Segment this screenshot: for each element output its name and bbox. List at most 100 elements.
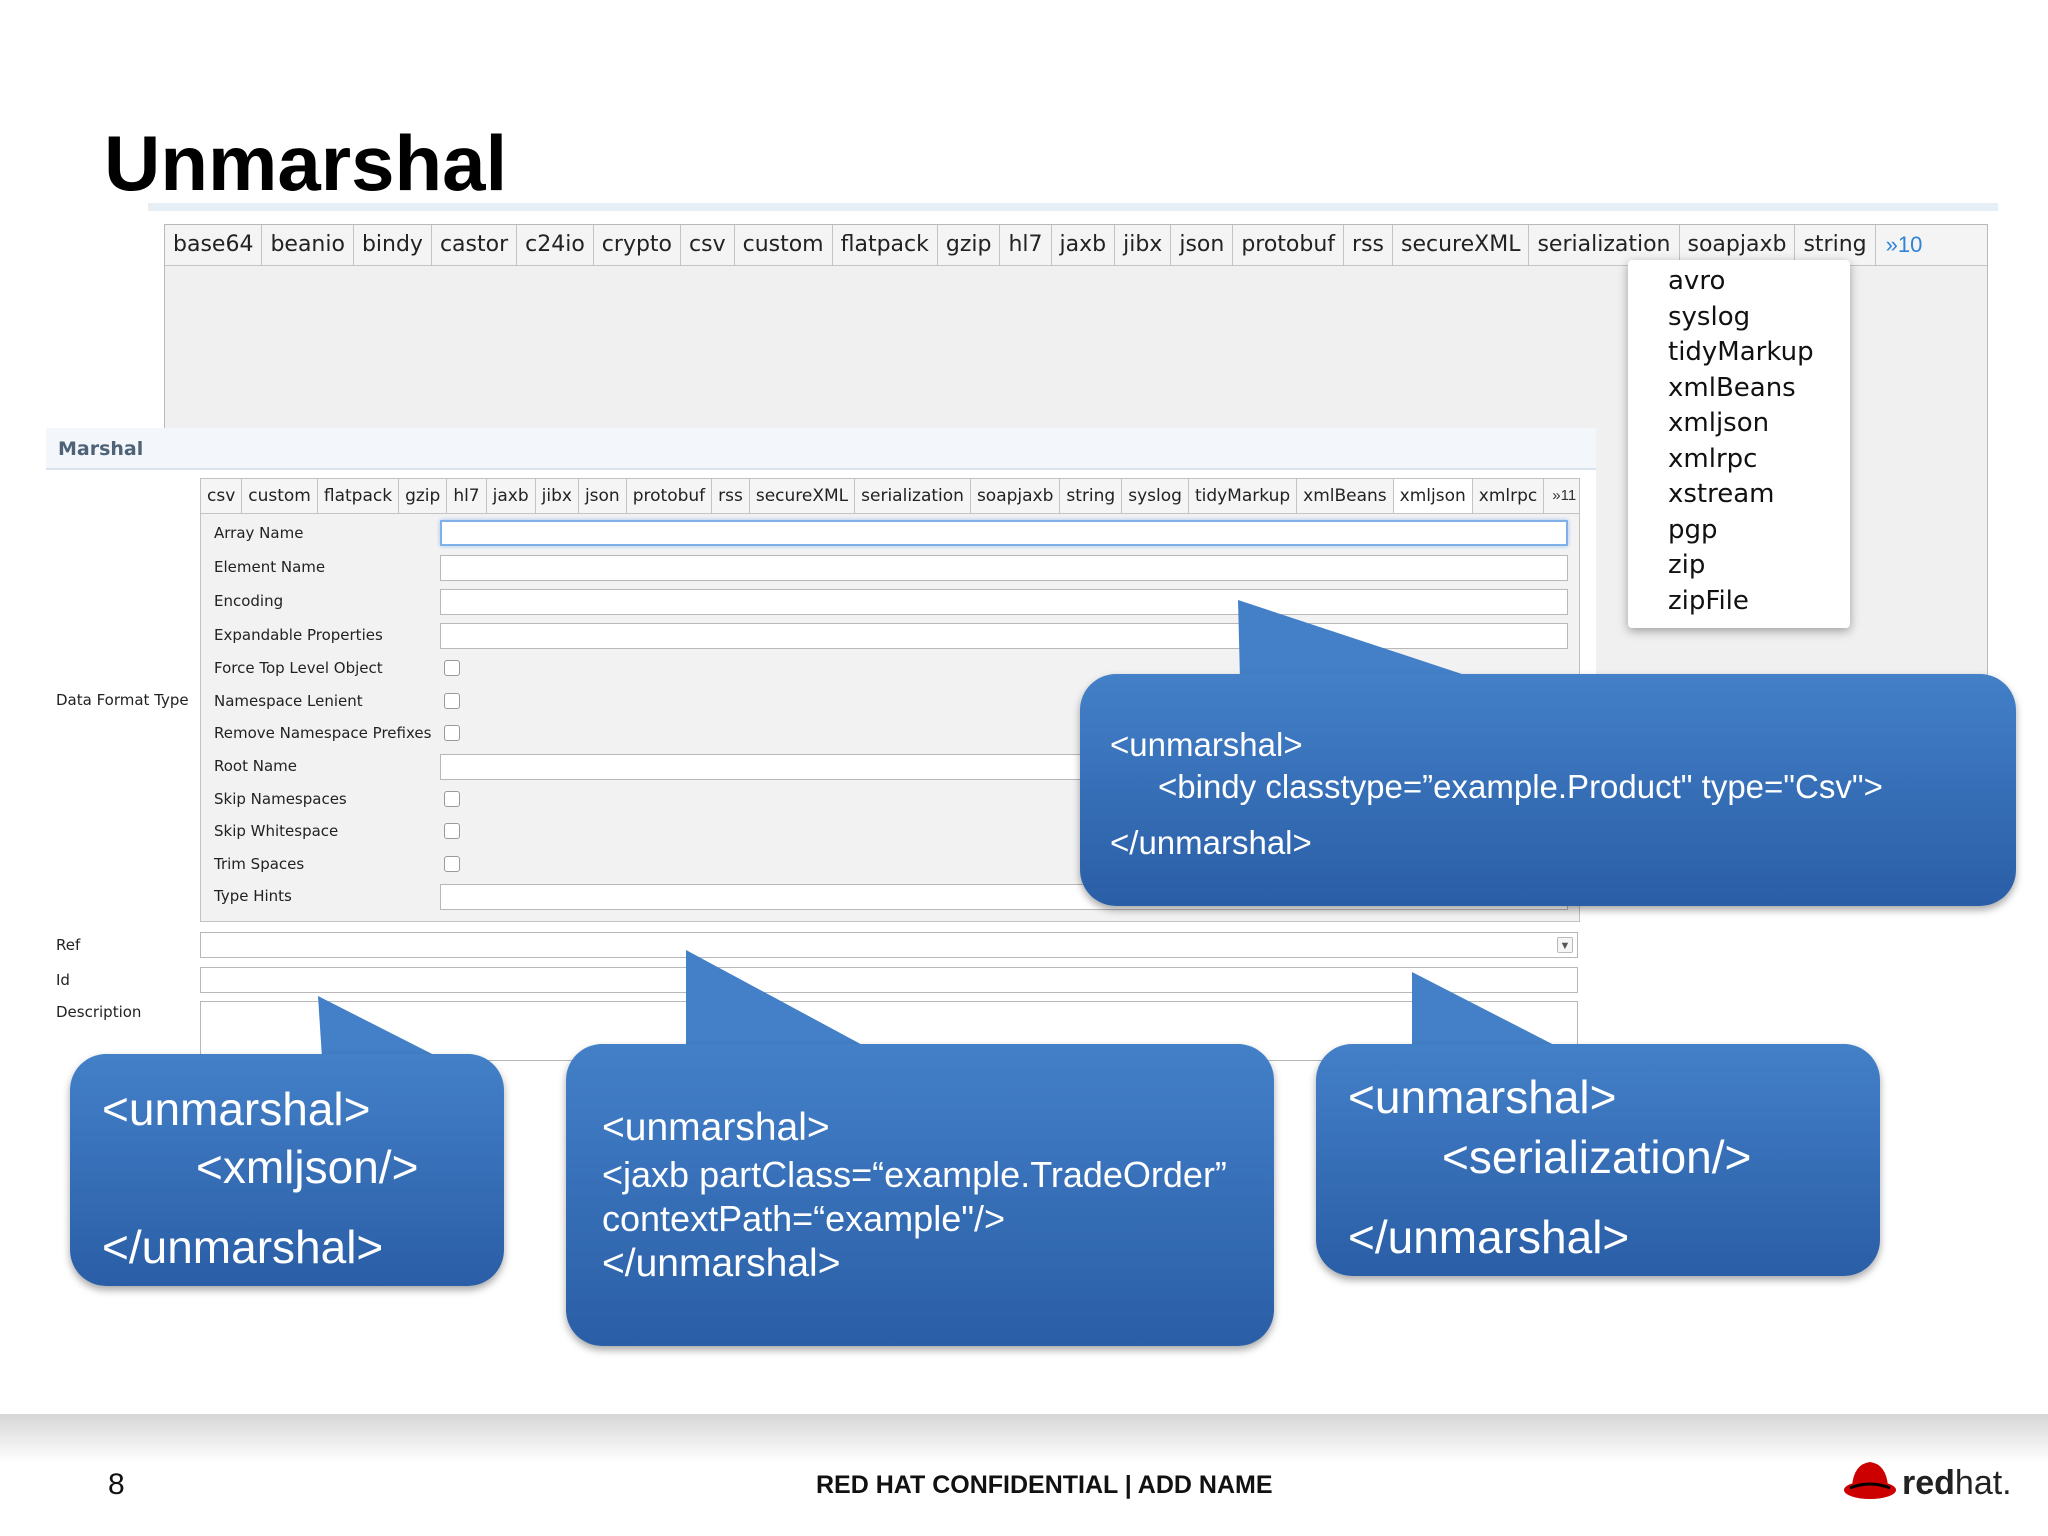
- expandable-properties-input[interactable]: [440, 623, 1568, 649]
- top-tab-custom[interactable]: custom: [735, 225, 833, 265]
- xmljson-callout-tail: [318, 996, 440, 1058]
- top-tab-hl7[interactable]: hl7: [1000, 225, 1052, 265]
- menu-item-syslog[interactable]: syslog: [1668, 301, 1751, 332]
- marshal-tab-jaxb[interactable]: jaxb: [487, 479, 536, 513]
- skip-whitespace-checkbox[interactable]: [444, 823, 460, 839]
- jaxb-callout: <unmarshal> <jaxb partClass=“example.Tra…: [566, 1044, 1274, 1346]
- menu-item-avro[interactable]: avro: [1668, 266, 1726, 296]
- force-top-level-object-label: Force Top Level Object: [214, 659, 383, 677]
- marshal-tab-jibx[interactable]: jibx: [536, 479, 579, 513]
- xmljson-callout-line1: <unmarshal>: [102, 1083, 371, 1135]
- force-top-level-object-checkbox[interactable]: [444, 660, 460, 676]
- top-tab-csv[interactable]: csv: [681, 225, 735, 265]
- top-tab-rss[interactable]: rss: [1344, 225, 1394, 265]
- top-tab-jaxb[interactable]: jaxb: [1052, 225, 1116, 265]
- namespace-lenient-label: Namespace Lenient: [214, 692, 363, 710]
- remove-namespace-prefixes-checkbox[interactable]: [444, 725, 460, 741]
- id-label: Id: [56, 971, 70, 989]
- marshal-tab-csv[interactable]: csv: [201, 479, 243, 513]
- serialization-callout-line3: </unmarshal>: [1348, 1211, 1630, 1263]
- top-tab-castor[interactable]: castor: [432, 225, 518, 265]
- menu-item-zipfile[interactable]: zipFile: [1668, 585, 1749, 616]
- id-input[interactable]: [200, 967, 1578, 993]
- top-tab-bindy[interactable]: bindy: [354, 225, 432, 265]
- xmljson-callout-line3: </unmarshal>: [102, 1221, 384, 1273]
- marshal-tab-rss[interactable]: rss: [712, 479, 750, 513]
- menu-item-pgp[interactable]: pgp: [1668, 514, 1718, 545]
- marshal-tab-xmljson[interactable]: xmljson: [1393, 479, 1473, 513]
- description-label: Description: [56, 1003, 142, 1021]
- element-name-input[interactable]: [440, 555, 1568, 581]
- marshal-tab-string[interactable]: string: [1060, 479, 1123, 513]
- top-tab-serialization[interactable]: serialization: [1529, 225, 1680, 265]
- top-tab-beanio[interactable]: beanio: [262, 225, 354, 265]
- top-tab-securexml[interactable]: secureXML: [1393, 225, 1530, 265]
- element-name-label: Element Name: [214, 558, 326, 576]
- serialization-callout: <unmarshal> <serialization/> </unmarshal…: [1316, 1044, 1880, 1276]
- top-tabs-more-button[interactable]: »10: [1885, 232, 1923, 257]
- slide-footer: [0, 1414, 2048, 1536]
- redhat-logo-icon: [1844, 1462, 1896, 1499]
- menu-item-xstream[interactable]: xstream: [1668, 479, 1775, 509]
- top-tab-c24io[interactable]: c24io: [517, 225, 594, 265]
- marshal-tab-serialization[interactable]: serialization: [855, 479, 971, 513]
- trim-spaces-checkbox[interactable]: [444, 856, 460, 872]
- array-name-input[interactable]: [440, 520, 1568, 546]
- title-divider: [148, 203, 1998, 211]
- bindy-callout-line1: <unmarshal>: [1110, 726, 1303, 763]
- bindy-callout-line3: </unmarshal>: [1110, 824, 1312, 861]
- top-tab-json[interactable]: json: [1171, 225, 1234, 265]
- top-tab-gzip[interactable]: gzip: [938, 225, 1001, 265]
- menu-item-xmlrpc[interactable]: xmlrpc: [1668, 443, 1758, 474]
- marshal-tabs-more-button[interactable]: »11: [1552, 487, 1577, 504]
- top-tab-flatpack[interactable]: flatpack: [833, 225, 938, 265]
- jaxb-callout-line4: </unmarshal>: [602, 1242, 841, 1285]
- type-hints-label: Type Hints: [214, 887, 292, 905]
- encoding-input[interactable]: [440, 589, 1568, 615]
- marshal-tab-flatpack[interactable]: flatpack: [318, 479, 400, 513]
- marshal-tab-soapjaxb[interactable]: soapjaxb: [971, 479, 1061, 513]
- overflow-menu: avro syslog tidyMarkup xmlBeans xmljson xmlrp…: [1628, 260, 1850, 628]
- top-tab-protobuf[interactable]: protobuf: [1233, 225, 1345, 265]
- data-format-type-label: Data Format Type: [56, 691, 189, 709]
- marshal-tab-hl7[interactable]: hl7: [447, 479, 487, 513]
- top-tab-base64[interactable]: base64: [165, 225, 263, 265]
- bindy-callout: <unmarshal> <bindy classtype=”example.Pr…: [1080, 674, 2016, 906]
- slide-title: Unmarshal: [104, 119, 508, 207]
- menu-item-xmljson[interactable]: xmljson: [1668, 408, 1770, 438]
- serialization-callout-line2: <serialization/>: [1442, 1131, 1752, 1183]
- marshal-tab-custom[interactable]: custom: [242, 479, 318, 513]
- marshal-tab-tidymarkup[interactable]: tidyMarkup: [1189, 479, 1298, 513]
- marshal-tab-securexml[interactable]: secureXML: [750, 479, 856, 513]
- marshal-tab-json[interactable]: json: [579, 479, 627, 513]
- namespace-lenient-checkbox[interactable]: [444, 693, 460, 709]
- top-tab-string[interactable]: string: [1795, 225, 1876, 265]
- marshal-tab-xmlrpc[interactable]: xmlrpc: [1473, 479, 1545, 513]
- logo-bold-text: red: [1902, 1464, 1955, 1502]
- marshal-tab-xmlbeans[interactable]: xmlBeans: [1297, 479, 1394, 513]
- marshal-tab-gzip[interactable]: gzip: [399, 479, 448, 513]
- marshal-tab-protobuf[interactable]: protobuf: [627, 479, 713, 513]
- marshal-tab-syslog[interactable]: syslog: [1122, 479, 1189, 513]
- jaxb-callout-line3: contextPath=“example"/>: [602, 1198, 1006, 1239]
- marshal-panel-header[interactable]: Marshal: [46, 428, 1596, 470]
- top-tab-jibx[interactable]: jibx: [1115, 225, 1172, 265]
- menu-item-zip[interactable]: zip: [1668, 550, 1706, 580]
- chevron-down-icon[interactable]: ▼: [1557, 937, 1573, 953]
- bindy-callout-tail: [1238, 600, 1480, 680]
- ref-label: Ref: [56, 936, 81, 954]
- skip-whitespace-label: Skip Whitespace: [214, 822, 339, 840]
- redhat-wordmark: redhat.: [1902, 1464, 2012, 1503]
- skip-namespaces-checkbox[interactable]: [444, 791, 460, 807]
- top-tab-soapjaxb[interactable]: soapjaxb: [1680, 225, 1796, 265]
- serialization-callout-tail: [1412, 972, 1560, 1048]
- logo-light-text: hat.: [1954, 1464, 2012, 1502]
- xmljson-callout-line2: <xmljson/>: [196, 1141, 419, 1193]
- top-tab-crypto[interactable]: crypto: [594, 225, 682, 265]
- array-name-label: Array Name: [214, 524, 304, 542]
- menu-item-xmlbeans[interactable]: xmlBeans: [1668, 372, 1796, 403]
- ref-select[interactable]: ▼: [200, 932, 1578, 958]
- menu-item-tidymarkup[interactable]: tidyMarkup: [1668, 337, 1814, 367]
